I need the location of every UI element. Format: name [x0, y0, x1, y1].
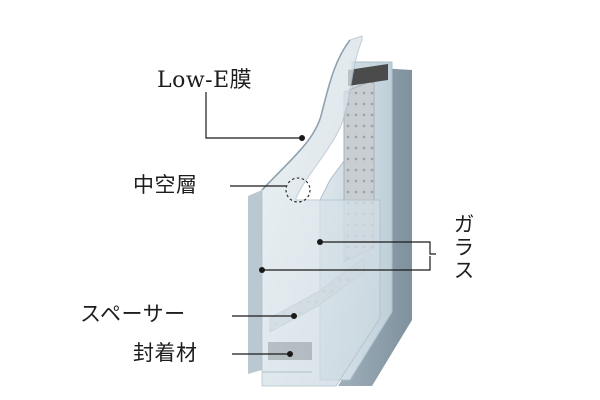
- air-layer-label: 中空層: [133, 173, 198, 197]
- glass-label: ガラス: [451, 213, 475, 282]
- front-pane-edge: [248, 190, 262, 374]
- low-e-label: Low-E膜: [157, 68, 253, 93]
- sealant-top: [348, 64, 388, 86]
- leader-glass-back: [320, 241, 436, 255]
- leader-glass-front: [262, 256, 431, 271]
- spacer-label: スペーサー: [80, 302, 186, 326]
- sealant-label: 封着材: [133, 341, 198, 365]
- air-layer-marker: [285, 177, 311, 203]
- low-e-film-edge: [261, 39, 351, 191]
- leader-low-e: [205, 92, 302, 139]
- back-pane-edge: [338, 68, 412, 386]
